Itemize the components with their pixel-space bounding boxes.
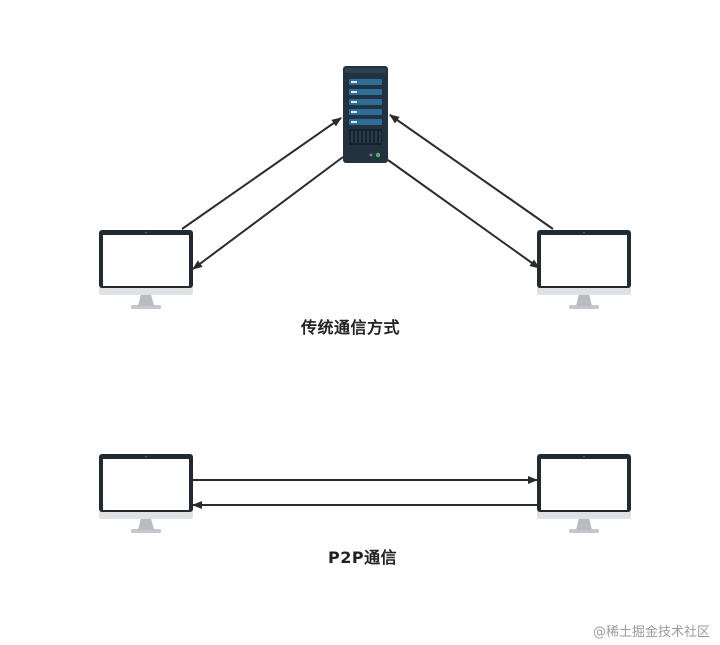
computer-left-top xyxy=(99,230,193,309)
arrow-right-to-server xyxy=(389,114,554,230)
caption-p2p: P2P通信 xyxy=(328,548,398,567)
caption-traditional: 传统通信方式 xyxy=(301,318,401,337)
arrow-left-to-server xyxy=(181,117,342,230)
arrow-server-to-left xyxy=(192,156,344,270)
arrow-server-to-right xyxy=(387,159,540,269)
computer-left-p2p xyxy=(99,454,193,533)
server-icon xyxy=(343,66,388,163)
computer-right-top xyxy=(537,230,631,309)
watermark: @稀土掘金技术社区 xyxy=(592,625,710,640)
computer-right-p2p xyxy=(537,454,631,533)
